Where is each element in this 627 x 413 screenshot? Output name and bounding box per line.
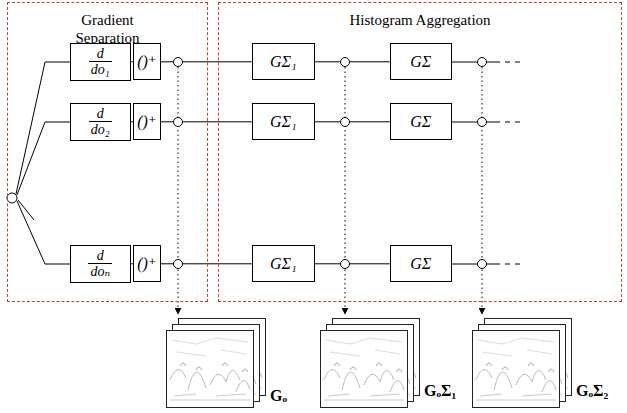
tap-arrows <box>178 67 482 314</box>
image-stack <box>167 319 266 408</box>
junction-dot <box>174 260 183 269</box>
box-label: d <box>95 46 106 61</box>
junction-dot <box>478 58 487 67</box>
image-label: Gₒ <box>270 387 287 405</box>
box-label: GΣ₁ <box>270 113 297 131</box>
operator-box: GΣ <box>390 43 452 80</box>
junction-dot <box>174 58 183 67</box>
operator-box: ()⁺ <box>133 43 161 80</box>
tap-arrow <box>178 67 179 314</box>
output-wire <box>452 122 500 123</box>
junction-dot <box>341 260 350 269</box>
operator-box: GΣ <box>390 103 452 140</box>
junction-dot <box>174 118 183 127</box>
output-wire <box>452 264 500 265</box>
box-label: GΣ <box>410 113 431 131</box>
fan-out-wires <box>16 62 70 264</box>
image-stack <box>321 319 420 408</box>
region-band: Gradient Separationddo₁()⁺ddo₂()⁺ddoₙ()⁺ <box>7 2 208 302</box>
image-label: GₒΣ₂ <box>576 382 608 400</box>
box-label: do₂ <box>89 121 112 137</box>
signal-wire <box>315 61 390 62</box>
operator-box: GΣ₁ <box>252 103 315 140</box>
operator-box: GΣ₁ <box>252 245 315 282</box>
junction-dot <box>341 118 350 127</box>
output-wire <box>452 62 500 63</box>
derivative-box: ddoₙ <box>70 245 131 283</box>
tap-arrow <box>345 67 346 314</box>
image-label: GₒΣ₁ <box>424 382 456 400</box>
operator-box: ()⁺ <box>133 245 161 282</box>
operator-box: GΣ₁ <box>252 43 315 80</box>
input-wire <box>18 200 34 220</box>
derivative-box: ddo₂ <box>70 103 131 141</box>
box-label: d <box>95 248 106 263</box>
box-label: do₁ <box>89 61 112 77</box>
output-wires <box>452 62 520 264</box>
box-label: d <box>95 106 106 121</box>
signal-wire <box>315 263 390 264</box>
tap-arrow <box>482 67 483 314</box>
box-label: GΣ₁ <box>270 53 297 71</box>
continuation-dashes <box>505 62 520 264</box>
junction-dot <box>7 193 17 203</box>
box-label: doₙ <box>88 263 112 279</box>
junction-dot <box>478 260 487 269</box>
region-title: Histogram Aggregation <box>230 11 610 29</box>
junction-dot <box>478 118 487 127</box>
input-wire <box>17 201 70 264</box>
box-label: ()⁺ <box>137 53 156 71</box>
derivative-box: ddo₁ <box>70 43 131 81</box>
input-wire <box>17 122 70 195</box>
box-label: GΣ₁ <box>270 255 297 273</box>
image-stack <box>473 319 572 408</box>
region-title: Gradient Separation <box>53 11 163 47</box>
signal-wire <box>315 121 390 122</box>
box-label: ()⁺ <box>137 255 156 273</box>
junction-dots <box>7 58 487 269</box>
operator-box: GΣ <box>390 245 452 282</box>
junction-dot <box>341 58 350 67</box>
box-label: ()⁺ <box>137 113 156 131</box>
box-label: GΣ <box>410 53 431 71</box>
operator-box: ()⁺ <box>133 103 161 140</box>
input-wire <box>16 62 70 194</box>
region-band: Histogram AggregationGΣ₁ GΣ GΣ₁ GΣ GΣ₁ GΣ <box>218 2 622 302</box>
box-label: GΣ <box>410 255 431 273</box>
